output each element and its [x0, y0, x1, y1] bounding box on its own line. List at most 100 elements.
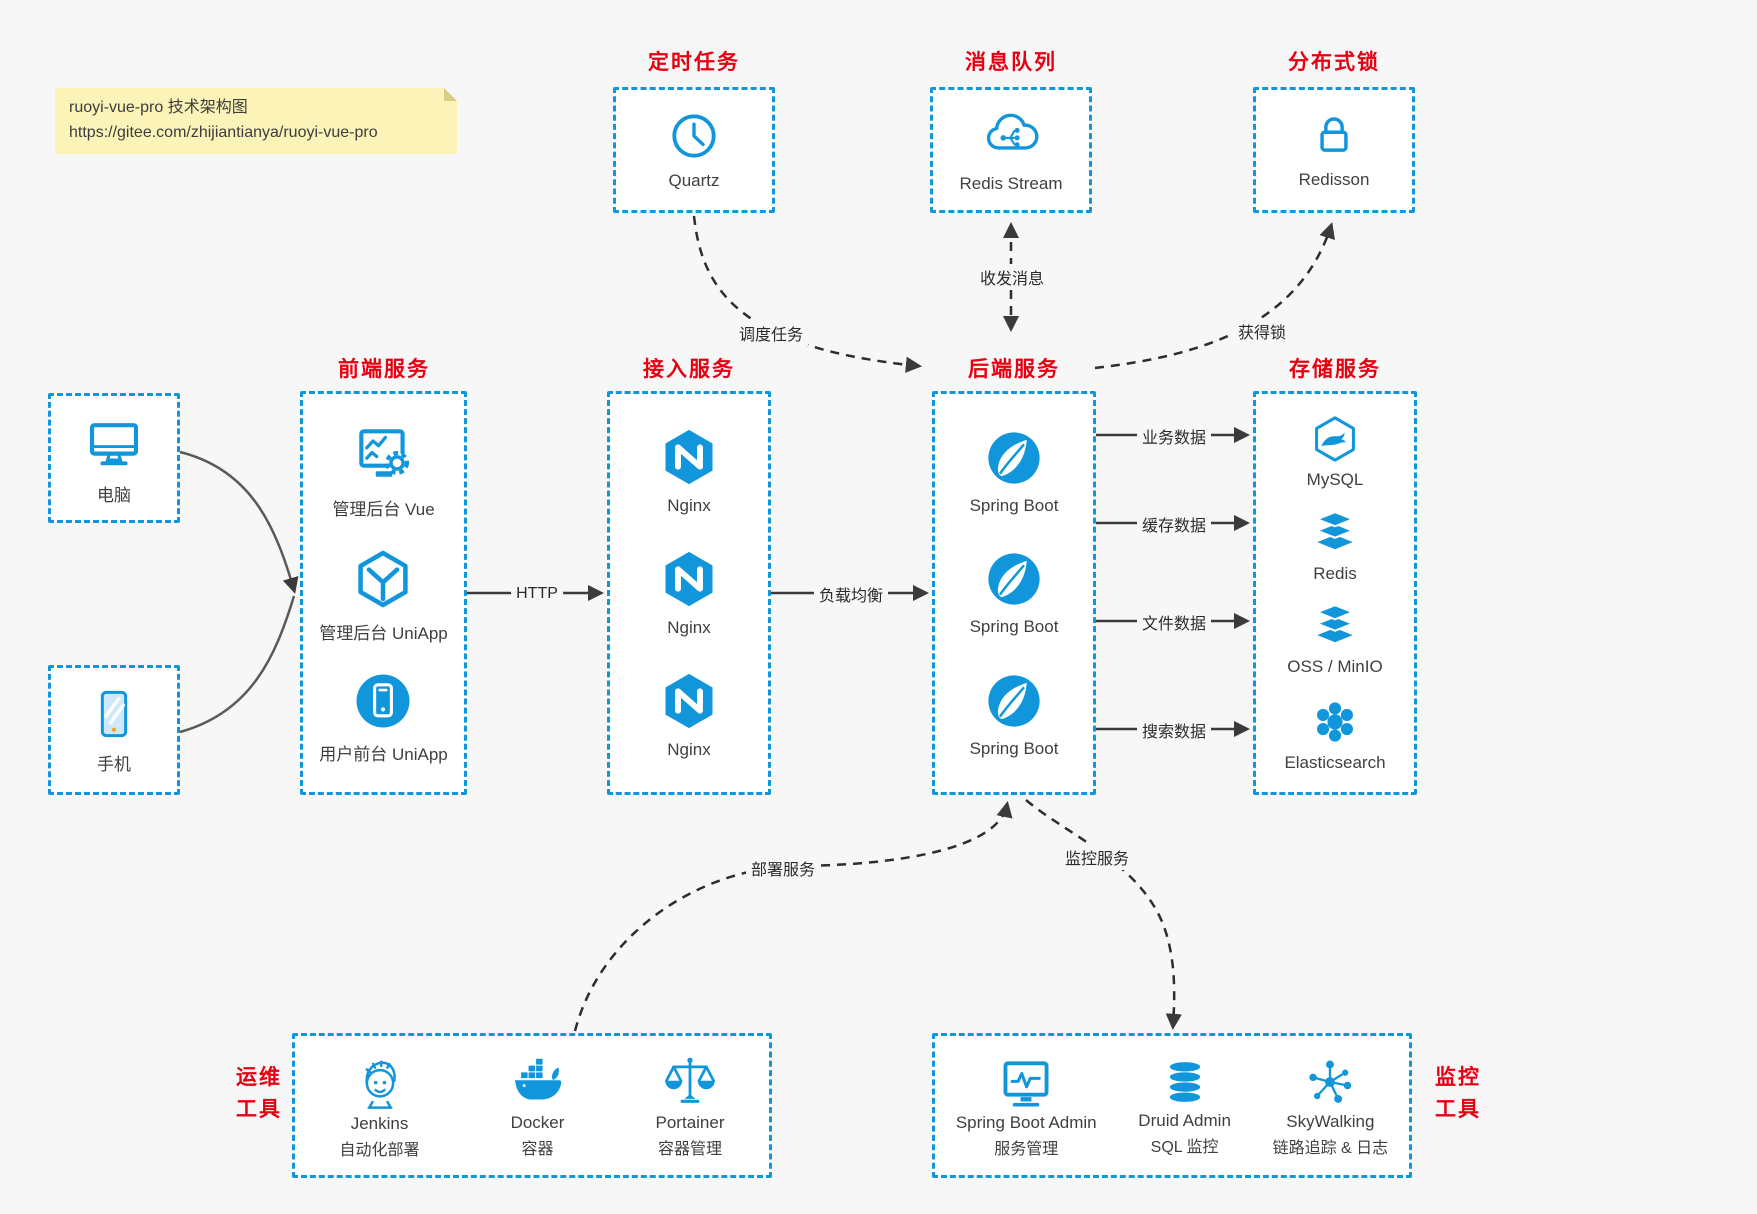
- spring-boot-label-3: Spring Boot: [969, 738, 1059, 758]
- jenkins-item: Jenkins 自动化部署: [340, 1052, 420, 1160]
- phone-client-item: 手机: [86, 686, 142, 775]
- spring-boot-item-3: Spring Boot: [969, 671, 1059, 759]
- redis-stream-label: Redis Stream: [959, 174, 1063, 193]
- spring-boot-icon: [984, 428, 1044, 488]
- group-title-ops-tools: 运维 工具: [236, 1066, 282, 1121]
- mysql-item: MySQL: [1306, 413, 1364, 490]
- elasticsearch-label: Elasticsearch: [1284, 753, 1386, 773]
- edge-label-monitor: 监控服务: [1059, 844, 1135, 870]
- edge-label-cache-data: 缓存数据: [1136, 511, 1212, 537]
- redisson-item: Redisson: [1298, 110, 1370, 190]
- nginx-label-2: Nginx: [667, 618, 711, 637]
- gateway-services-box: Nginx Nginx Nginx: [607, 391, 771, 795]
- message-queue-box: Redis Stream: [930, 87, 1092, 213]
- spring-boot-admin-desc: 服务管理: [994, 1140, 1059, 1158]
- redis-label: Redis: [1313, 563, 1357, 583]
- distributed-lock-box: Redisson: [1253, 87, 1415, 213]
- spring-boot-label-1: Spring Boot: [969, 495, 1059, 515]
- docker-desc: 容器: [521, 1140, 554, 1158]
- druid-admin-item: Druid Admin SQL 监控: [1138, 1055, 1231, 1157]
- monitor-tools-box: Spring Boot Admin 服务管理 Druid Admin SQL 监…: [932, 1033, 1412, 1178]
- group-title-scheduler: 定时任务: [648, 51, 740, 74]
- note-title: ruoyi-vue-pro 技术架构图: [69, 99, 248, 116]
- oss-minio-item: OSS / MinIO: [1287, 602, 1383, 677]
- clock-icon: [667, 109, 721, 163]
- admin-vue-label: 管理后台 Vue: [332, 499, 435, 519]
- group-title-backend: 后端服务: [968, 358, 1060, 381]
- nginx-item-2: Nginx: [658, 548, 720, 638]
- spring-boot-label-2: Spring Boot: [969, 617, 1059, 636]
- edge-label-messaging: 收发消息: [974, 264, 1050, 290]
- desktop-client-item: 电脑: [83, 411, 145, 506]
- group-title-distributed-lock: 分布式锁: [1288, 51, 1380, 74]
- admin-uniapp-item: 管理后台 UniApp: [319, 547, 448, 644]
- nginx-label-1: Nginx: [667, 496, 711, 515]
- skywalking-item: SkyWalking 链路追踪 & 日志: [1272, 1054, 1389, 1158]
- docker-icon: [509, 1053, 567, 1111]
- arrow-deploy: [573, 801, 1013, 1032]
- phone-client-box: 手机: [48, 665, 180, 795]
- arrow-phone-to-frontend: [179, 595, 296, 734]
- lock-icon: [1308, 110, 1360, 162]
- nginx-icon: [658, 426, 720, 488]
- druid-admin-desc: SQL 监控: [1150, 1138, 1219, 1156]
- druid-icon: [1158, 1055, 1212, 1109]
- nginx-item-1: Nginx: [658, 426, 720, 516]
- storage-services-box: MySQL Redis OSS / MinIO Elasticsearch: [1253, 391, 1417, 795]
- arrow-desktop-to-frontend: [179, 450, 299, 594]
- mysql-label: MySQL: [1306, 469, 1364, 489]
- ops-tools-box: Jenkins 自动化部署 Docker 容器 Portainer 容器管理: [292, 1033, 772, 1178]
- elasticsearch-item: Elasticsearch: [1284, 696, 1386, 773]
- edge-label-schedule: 调度任务: [733, 320, 809, 346]
- arrow-monitor: [1025, 799, 1182, 1031]
- portainer-desc: 容器管理: [658, 1140, 723, 1158]
- nginx-label-3: Nginx: [667, 740, 711, 759]
- user-uniapp-item: 用户前台 UniApp: [319, 670, 448, 765]
- cube-icon: [351, 547, 415, 611]
- edge-label-search-data: 搜索数据: [1136, 717, 1212, 743]
- nginx-icon: [658, 670, 720, 732]
- quartz-item: Quartz: [667, 109, 721, 191]
- skywalking-name: SkyWalking: [1286, 1111, 1375, 1131]
- spring-boot-admin-item: Spring Boot Admin 服务管理: [956, 1053, 1097, 1159]
- desktop-icon: [83, 411, 145, 473]
- arrow-acquire-lock: [1094, 222, 1335, 370]
- elasticsearch-icon: [1309, 696, 1361, 748]
- edge-label-deploy: 部署服务: [745, 855, 821, 881]
- spring-boot-item-1: Spring Boot: [969, 428, 1059, 516]
- phone-label: 手机: [97, 754, 131, 774]
- skywalking-desc: 链路追踪 & 日志: [1272, 1139, 1389, 1157]
- group-title-frontend: 前端服务: [338, 358, 430, 381]
- admin-uniapp-label: 管理后台 UniApp: [319, 623, 448, 643]
- edge-label-file-data: 文件数据: [1136, 609, 1212, 635]
- redis-icon: [1310, 509, 1360, 559]
- portainer-icon: [661, 1053, 719, 1111]
- edge-label-business-data: 业务数据: [1136, 423, 1212, 449]
- portainer-item: Portainer 容器管理: [656, 1053, 725, 1159]
- mobile-app-icon: [352, 670, 414, 732]
- nginx-icon: [658, 548, 720, 610]
- desktop-client-box: 电脑: [48, 393, 180, 523]
- jenkins-desc: 自动化部署: [339, 1141, 420, 1159]
- jenkins-icon: [350, 1052, 410, 1112]
- nginx-item-3: Nginx: [658, 670, 720, 760]
- mysql-icon: [1309, 413, 1361, 465]
- group-title-monitor-tools: 监控 工具: [1435, 1066, 1481, 1121]
- user-uniapp-label: 用户前台 UniApp: [319, 745, 448, 765]
- docker-name: Docker: [510, 1112, 565, 1132]
- edge-label-acquire-lock: 获得锁: [1232, 318, 1292, 344]
- oss-minio-label: OSS / MinIO: [1287, 657, 1383, 677]
- group-title-gateway: 接入服务: [643, 358, 735, 381]
- admin-vue-item: 管理后台 Vue: [332, 421, 435, 520]
- redisson-label: Redisson: [1298, 170, 1370, 189]
- cloud-network-icon: [981, 106, 1041, 166]
- sticky-note: ruoyi-vue-pro 技术架构图 https://gitee.com/zh…: [55, 88, 457, 154]
- redis-item: Redis: [1310, 509, 1360, 584]
- oss-icon: [1310, 602, 1360, 652]
- spring-boot-icon: [984, 671, 1044, 731]
- edge-label-load-balance: 负载均衡: [813, 581, 889, 607]
- edge-label-http: HTTP: [511, 584, 563, 604]
- group-title-message-queue: 消息队列: [965, 51, 1057, 74]
